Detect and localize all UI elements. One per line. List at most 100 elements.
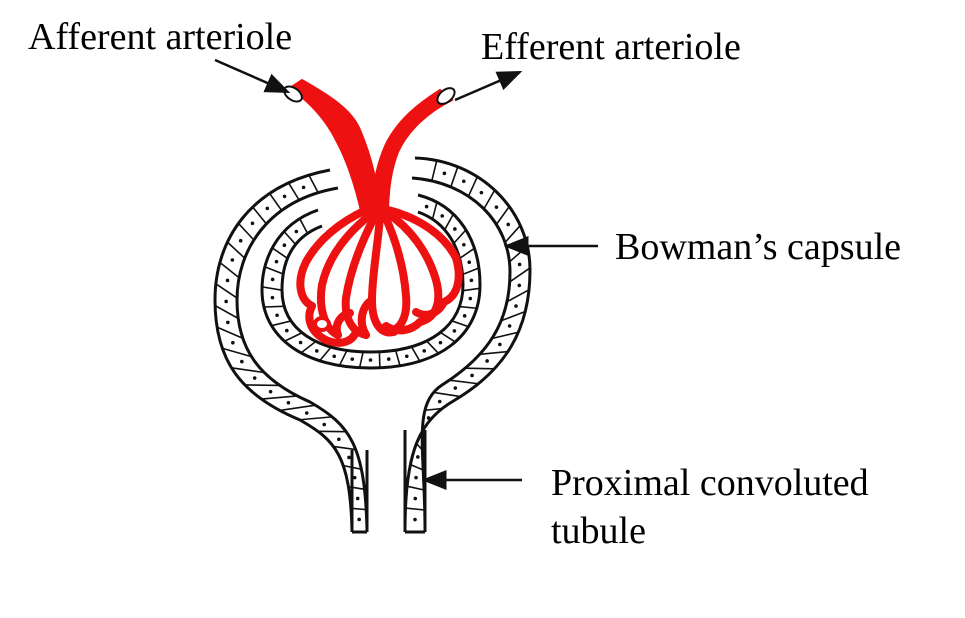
cell-nucleus (426, 416, 431, 420)
arrow-afferent (214, 58, 291, 94)
cell-nucleus (270, 295, 275, 300)
cell-wall (491, 331, 519, 340)
cell-nucleus (231, 340, 235, 345)
cell-nucleus (224, 299, 228, 304)
cell-wall (263, 305, 285, 308)
cell-wall (271, 320, 292, 327)
cell-wall (237, 222, 255, 241)
cell-nucleus (494, 205, 499, 209)
label-proximal-convoluted: Proximal convoluted (551, 462, 869, 504)
cell-nucleus (350, 357, 355, 361)
cell-wall (271, 247, 288, 260)
label-efferent-arteriole: Efferent arteriole (481, 26, 741, 68)
cell-nucleus (322, 422, 327, 427)
cell-wall (495, 206, 510, 225)
cell-nucleus (298, 340, 303, 345)
cell-nucleus (355, 496, 360, 501)
cell-nucleus (485, 359, 489, 363)
cell-nucleus (470, 373, 474, 378)
cell-nucleus (440, 214, 445, 218)
cell-nucleus (514, 304, 518, 308)
cell-wall (462, 267, 480, 276)
cell-wall (405, 507, 425, 511)
cell-nucleus (285, 328, 289, 333)
cell-wall (214, 304, 239, 320)
cell-wall (467, 176, 479, 197)
pointer-arrows (214, 58, 598, 490)
cell-nucleus (304, 411, 309, 415)
cell-nucleus (386, 357, 391, 361)
cell-wall (394, 349, 401, 366)
cell-wall (415, 442, 423, 451)
cell-wall (252, 206, 267, 225)
cell-nucleus (453, 386, 458, 390)
cell-wall (449, 379, 479, 385)
cell-nucleus (357, 517, 361, 522)
cell-wall (264, 266, 284, 275)
cell-wall (279, 404, 316, 412)
cell-wall (500, 310, 526, 322)
cell-wall (261, 286, 283, 292)
cell-wall (283, 230, 297, 245)
cell-wall (358, 351, 364, 368)
cell-nucleus (347, 455, 351, 460)
cell-wall (406, 485, 425, 491)
cell-nucleus (437, 399, 442, 404)
cell-wall (284, 332, 303, 342)
cell-wall (439, 331, 456, 343)
cell-wall (431, 202, 438, 220)
cell-wall (465, 367, 495, 370)
cell-nucleus (452, 329, 457, 333)
cell-wall (338, 350, 348, 366)
cell-nucleus (282, 194, 287, 199)
cell-nucleus (404, 354, 409, 359)
cell-wall (430, 160, 438, 182)
cell-nucleus (250, 221, 255, 226)
arrow-efferent (454, 70, 523, 102)
cell-nucleus (294, 229, 299, 234)
cell-wall (215, 283, 238, 299)
cell-nucleus (422, 349, 427, 353)
label-bowmans-capsule: Bowman’s capsule (615, 226, 902, 268)
cell-nucleus (416, 455, 420, 459)
cell-nucleus (368, 358, 373, 362)
cell-wall (459, 305, 477, 310)
cell-nucleus (238, 238, 243, 243)
cell-wall (483, 189, 496, 210)
cell-nucleus (414, 475, 418, 480)
cell-nucleus (286, 400, 291, 405)
cell-nucleus (337, 437, 341, 442)
cell-nucleus (332, 354, 337, 359)
cell-nucleus (453, 227, 457, 231)
cell-nucleus (498, 342, 502, 347)
cell-wall (287, 182, 300, 201)
cell-nucleus (438, 340, 443, 345)
cell-wall (509, 267, 531, 283)
cell-wall (451, 320, 469, 328)
cell-nucleus (424, 204, 429, 209)
cell-wall (226, 241, 246, 259)
cell-wall (319, 346, 332, 362)
cell-wall (300, 340, 317, 354)
cell-wall (424, 407, 443, 412)
cell-nucleus (226, 320, 230, 325)
cell-wall (462, 287, 481, 292)
cell-nucleus (268, 389, 273, 394)
cell-wall (410, 463, 424, 471)
cell-nucleus (507, 324, 512, 328)
cell-nucleus (225, 278, 230, 283)
cell-nucleus (462, 243, 466, 247)
cell-nucleus (274, 259, 279, 264)
cell-wall (299, 218, 309, 234)
cell-nucleus (517, 262, 522, 267)
cell-wall (426, 340, 440, 354)
label-afferent-arteriole: Afferent arteriole (28, 16, 293, 58)
cell-nucleus (413, 496, 418, 501)
wall-cells (214, 160, 531, 522)
cell-nucleus (469, 278, 474, 283)
cell-wall (443, 213, 454, 231)
cell-wall (308, 174, 319, 194)
capsule-outer-wall (213, 156, 532, 531)
